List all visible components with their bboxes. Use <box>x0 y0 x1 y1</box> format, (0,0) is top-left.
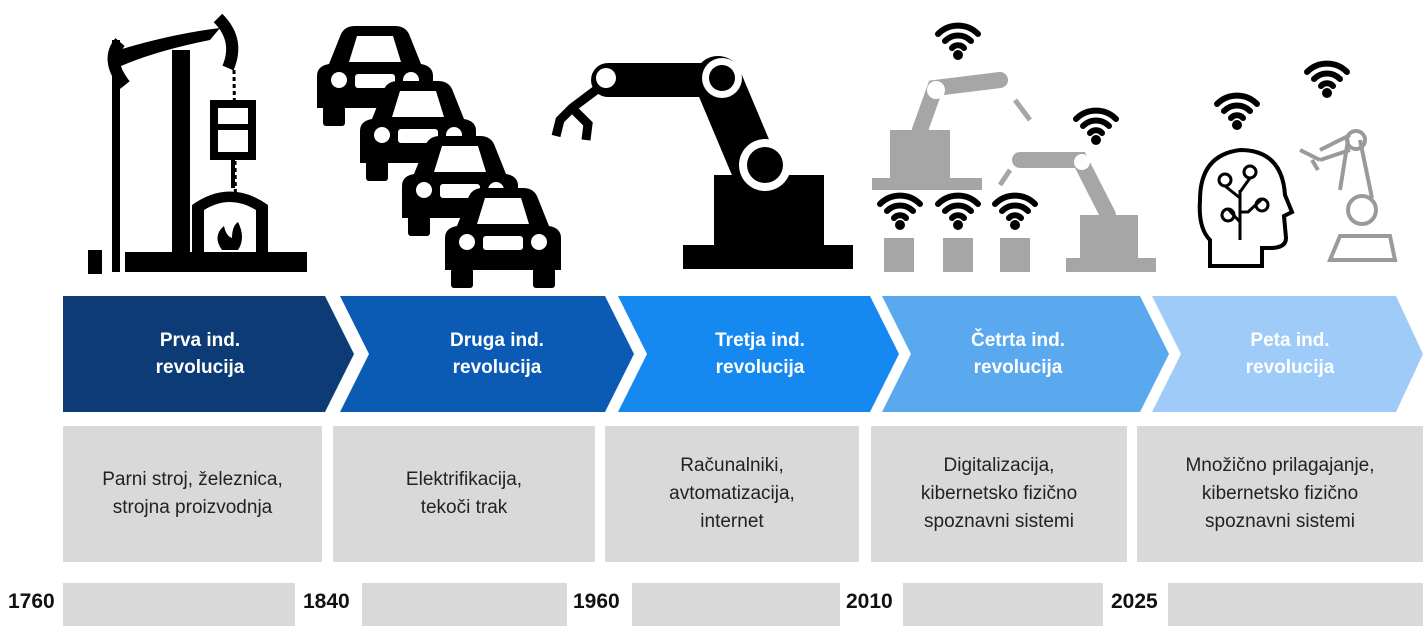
stage-description-4: Digitalizacija, kibernetsko fizično spoz… <box>871 426 1127 562</box>
stage-description-2: Elektrifikacija, tekoči trak <box>333 426 595 562</box>
illustrations <box>88 13 1398 288</box>
ai-head-robot-icon <box>1197 64 1398 268</box>
stage-arrow-2 <box>340 296 634 412</box>
stage-description-1: Parni stroj, železnica, strojna proizvod… <box>63 426 322 562</box>
year-bar-3 <box>632 583 840 626</box>
year-bar-4 <box>903 583 1103 626</box>
stage-title-4: Četrta ind. revolucija <box>971 330 1065 378</box>
year-label-5: 2025 <box>1111 590 1158 613</box>
year-label-4: 2010 <box>846 590 893 613</box>
year-label-2: 1840 <box>303 590 350 613</box>
stage-arrow-3 <box>618 296 899 412</box>
stage-arrow-5 <box>1152 296 1423 412</box>
connected-robots-icon <box>872 26 1156 272</box>
year-bar-5 <box>1168 583 1423 626</box>
year-bar-1 <box>63 583 295 626</box>
stage-title-1: Prva ind. revolucija <box>155 330 245 378</box>
stage-title-5: Peta ind. revolucija <box>1245 330 1335 378</box>
timeline-arrows <box>63 296 1423 412</box>
stage-description-5: Množično prilagajanje, kibernetsko fizič… <box>1137 426 1423 562</box>
year-bar-2 <box>362 583 567 626</box>
stage-title-2: Druga ind. revolucija <box>450 330 544 378</box>
robot-arm-icon <box>551 56 853 269</box>
stage-arrow-4 <box>882 296 1169 412</box>
stage-arrow-1 <box>63 296 354 412</box>
assembly-line-cars-icon <box>317 26 561 288</box>
steam-engine-icon <box>88 13 307 274</box>
stage-title-3: Tretja ind. revolucija <box>715 330 805 378</box>
year-label-3: 1960 <box>573 590 620 613</box>
stage-description-3: Računalniki, avtomatizacija, internet <box>605 426 859 562</box>
year-label-1: 1760 <box>8 590 55 613</box>
